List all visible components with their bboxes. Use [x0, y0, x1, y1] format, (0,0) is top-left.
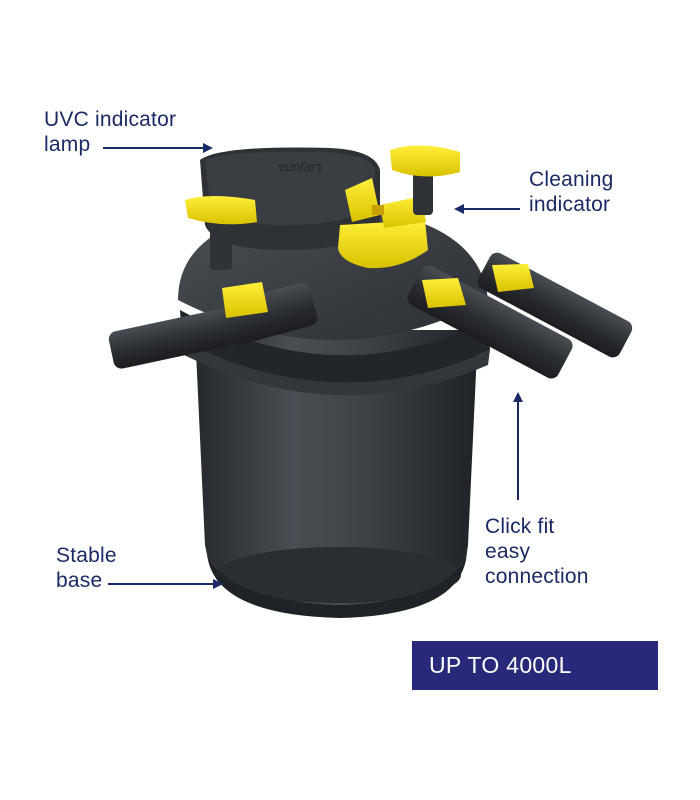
filter-body: [180, 310, 490, 618]
cleaning-label-line-2: indicator: [529, 193, 611, 216]
click-label-line-2: easy: [485, 540, 531, 563]
click-label-line-3: connection: [485, 565, 589, 588]
stable-base-label: Stable base: [56, 543, 117, 593]
lid-clamp-left: [185, 196, 257, 270]
base-label-line-1: Stable: [56, 544, 117, 567]
lid-logo-text: Laguna: [278, 161, 322, 176]
base-label-line-2: base: [56, 569, 103, 592]
click-fit-label: Click fit easy connection: [485, 514, 589, 589]
outlet-hose-front: [407, 265, 573, 379]
cleaning-indicator-label: Cleaning indicator: [529, 167, 614, 217]
cleaning-indicator-knob: [390, 145, 460, 215]
uvc-label-line-2: lamp: [44, 133, 91, 156]
click-label-line-1: Click fit: [485, 515, 555, 538]
cleaning-handle: [338, 178, 428, 269]
uvc-label-line-1: UVC indicator: [44, 108, 177, 131]
cleaning-label-line-1: Cleaning: [529, 168, 614, 191]
capacity-banner: UP TO 4000L: [412, 641, 658, 690]
uvc-indicator-label: UVC indicator lamp: [44, 107, 176, 157]
capacity-banner-text: UP TO 4000L: [429, 652, 572, 678]
inlet-hose-left: [108, 282, 318, 369]
outlet-hose-back: [477, 252, 633, 358]
callout-arrows: [103, 143, 523, 589]
